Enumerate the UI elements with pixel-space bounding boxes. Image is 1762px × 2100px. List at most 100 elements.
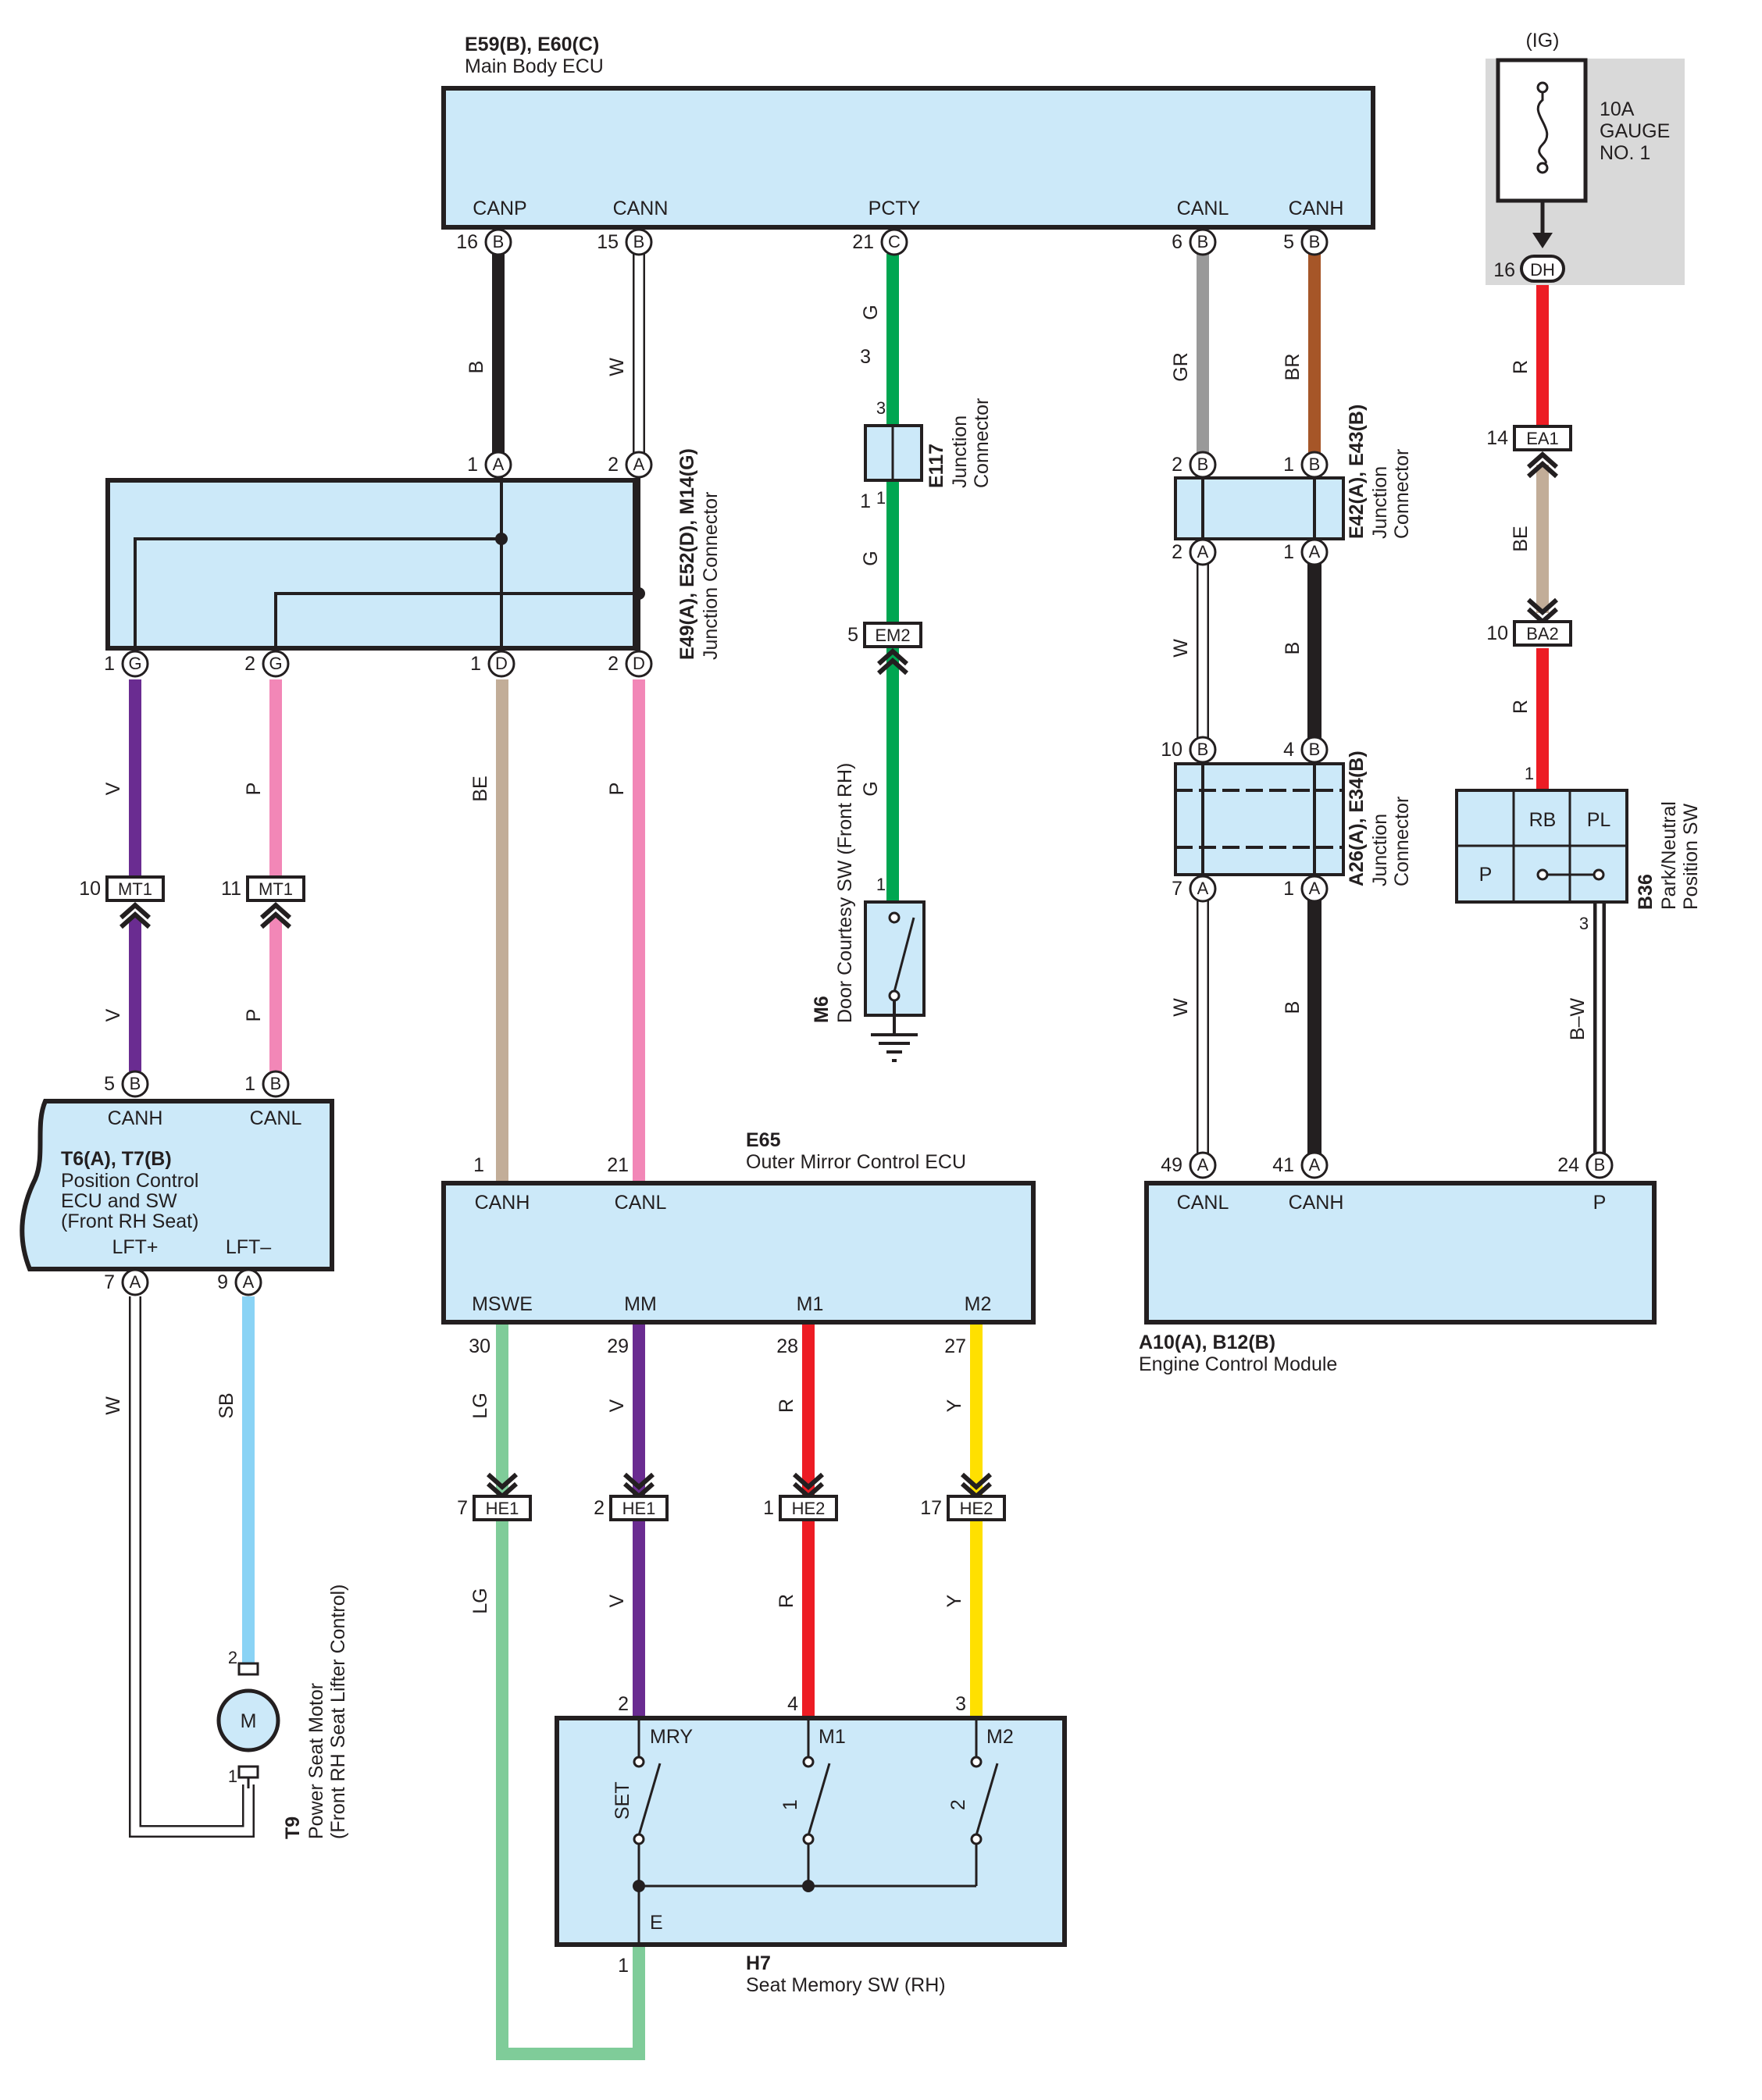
pin-number: 2 [244,653,255,675]
connector-label: HE1 [486,1499,519,1518]
terminal-b: B5 [1283,228,1329,256]
outer-mirror-pin-mswe: MSWE [472,1293,533,1315]
junction-e42-name2: Connector [1391,449,1413,539]
connector-label: BA2 [1526,624,1559,644]
terminal-letter: B [1309,740,1321,759]
chevron-up-icon [1527,451,1558,479]
main-ecu-pin-canp: CANP [473,198,526,219]
terminal-b: B6 [1172,228,1217,256]
junction-e42: E42(A), E43(B) Junction Connector [1174,405,1413,540]
junction-a26-box [1174,762,1345,876]
park-neutral-pin-pl: PL [1587,809,1611,831]
junction-e42-code: E42(A), E43(B) [1346,405,1368,539]
ecm-code: A10(A), B12(B) [1139,1332,1275,1353]
terminal-a: A1 [467,451,512,479]
pin-t9-2: 2 [228,1648,237,1667]
ecm-box [1144,1181,1657,1325]
arrow-down-icon [1532,233,1553,248]
terminal-a: A1 [1283,875,1329,903]
main-ecu-pin-canh: CANH [1289,198,1344,219]
pin-number: 3 [955,1693,966,1715]
wire-color-label: P [243,783,265,796]
wire-color-label: B [465,361,487,374]
terminal-b: B4 [1283,736,1329,764]
junction-e117-name2: Connector [971,398,993,488]
pin-number: 7 [104,1271,115,1293]
pin-number: 7 [457,1497,468,1519]
switch-contact-icon [975,1763,999,1836]
position-control-name2: ECU and SW [61,1190,177,1212]
terminal-letter: C [888,232,901,251]
terminal-letter: G [128,654,141,673]
terminal-letter: D [633,654,645,673]
pin-number: 1 [244,1073,255,1095]
connector-he1: HE1 7 [457,1472,532,1521]
motor-symbol: M [241,1710,257,1732]
ecm-pin-p: P [1593,1192,1607,1214]
seat-memory-pin-mry: MRY [650,1726,693,1748]
terminal-d: D1 [470,650,515,678]
terminal-letter: B [1309,455,1321,474]
outer-mirror-box [441,1181,1036,1325]
connector-dh [1520,255,1565,283]
junction-e117: 3 1 E117 Junction Connector [864,398,993,508]
terminal-letter: G [269,654,282,673]
wire-color-label: P [606,783,628,796]
terminal-letter: A [130,1272,141,1292]
terminal-d: D2 [608,650,653,678]
wire-color-label: BR [1282,354,1304,381]
terminal-letter: B [493,232,505,251]
pin-e117-1: 1 [876,488,886,508]
wire-color-label: B [1282,642,1304,655]
wire-color-label: G [860,305,882,319]
pin-number: 1 [1283,878,1294,900]
pin-m6: 1 [876,875,886,894]
door-switch-name: Door Courtesy SW (Front RH) [834,763,856,1023]
terminal-letter: A [1197,542,1209,562]
outer-mirror-code: E65 [746,1129,781,1151]
pin-number: 27 [944,1335,966,1357]
switch-label-1: 1 [779,1799,801,1810]
wire-color-label: G [860,551,882,565]
seat-memory-code: H7 [746,1952,771,1974]
wire-color-label: W [1170,998,1192,1017]
pin-number: 1 [104,653,115,675]
terminal-a: A9 [217,1268,262,1296]
switch-contact-icon [893,917,915,993]
seat-memory-pin-e: E [650,1912,663,1934]
switch-label-set: SET [612,1781,633,1820]
pin-number: 2 [1172,541,1182,563]
wire-color-label: LG [469,1392,491,1418]
terminal-a: A1 [1283,538,1329,566]
door-switch-code: M6 [811,996,833,1023]
pin-number: 10 [1161,739,1182,761]
wire-color-label: Y [943,1399,965,1412]
wire-color-label: V [606,1399,628,1412]
junction-dot [802,1880,815,1892]
wire-color-label: V [102,1008,124,1021]
main-ecu-pin-cann: CANN [613,198,669,219]
chevron-up-icon [119,901,151,929]
pin-number: 10 [79,878,101,900]
wire-color-label: B [1282,1001,1304,1014]
motor-terminal-bottom [237,1765,259,1779]
junction-e49-code: E49(A), E52(D), M14(G) [676,448,698,660]
wire-color-label: V [606,1594,628,1607]
pin-number: 21 [852,231,874,253]
wire-color-label: G [860,781,882,796]
main-ecu-code: E59(B), E60(C) [465,34,599,55]
terminal-letter: A [1197,879,1209,898]
terminal-letter: D [495,654,508,673]
wire-color-label: R [1510,700,1532,714]
motor-icon [216,1688,280,1752]
junction-a26-code: A26(A), E34(B) [1346,751,1368,886]
terminal-letter: A [243,1272,255,1292]
main-ecu-pin-canl: CANL [1177,198,1229,219]
